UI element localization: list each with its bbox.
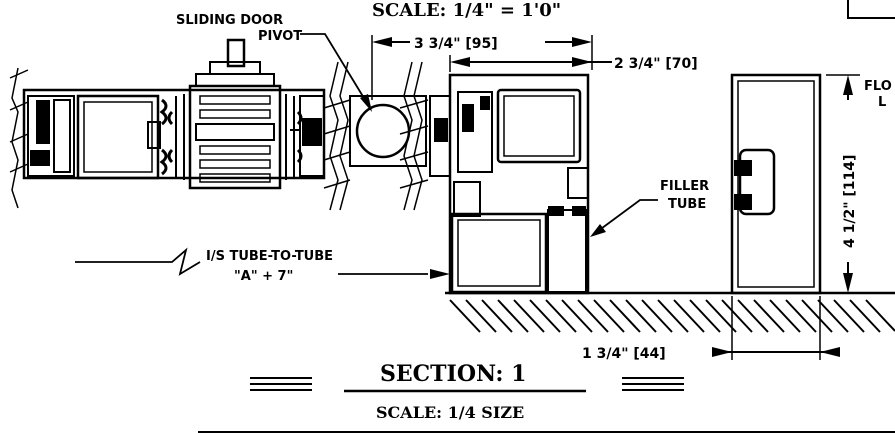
section-title: SECTION: 1 xyxy=(380,361,526,387)
header-symbol xyxy=(847,0,895,19)
pivot-width-dimension: 3 3/4" [95] xyxy=(414,36,498,52)
tube-assembly xyxy=(448,73,590,295)
height-dimension: 4 1/2" [114] xyxy=(842,155,858,248)
door-frame-stack xyxy=(9,38,451,211)
tube-to-tube-label-line1: I/S TUBE-TO-TUBE xyxy=(206,249,333,264)
section-title-block: SECTION: 1 SCALE: 1/4 SIZE xyxy=(198,361,895,433)
pivot-label-line1: SLIDING DOOR xyxy=(176,13,283,28)
ground-hatch xyxy=(445,291,895,360)
tube-width-dimension: 2 3/4" [70] xyxy=(614,56,698,72)
right-floor-tube xyxy=(730,73,822,295)
section-scale: SCALE: 1/4 SIZE xyxy=(376,403,524,422)
header-scale-text: SCALE: 1/4" = 1'0" xyxy=(372,0,561,21)
tube-to-tube-label-line2: "A" + 7" xyxy=(234,269,293,284)
pivot-circle xyxy=(355,103,411,159)
floor-label-line2: L xyxy=(878,95,886,110)
floor-label-line1: FLO xyxy=(864,79,892,94)
right-width-dimension: 1 3/4" [44] xyxy=(582,346,666,362)
pivot-label-line2: PIVOT xyxy=(258,29,302,44)
filler-tube-label-line1: FILLER xyxy=(660,179,709,194)
filler-tube-label-line2: TUBE xyxy=(668,197,706,212)
